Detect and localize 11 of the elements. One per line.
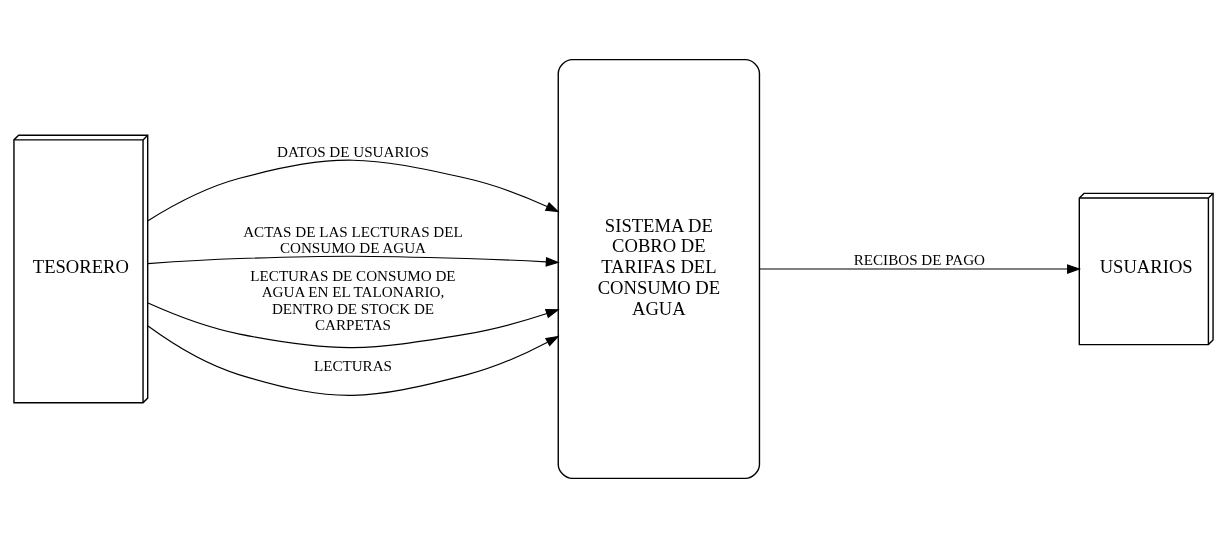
edge-label: LECTURAS DE CONSUMO DE AGUA EN EL TALONARIO, DENTRO DE STOCK DE CARPETAS — [250, 267, 456, 333]
edge-label: DATOS DE USUARIOS — [277, 143, 429, 160]
edge-label: ACTAS DE LAS LECTURAS DEL CONSUMO DE AGUA — [243, 223, 463, 256]
arrow — [147, 302, 560, 348]
arrow — [147, 159, 560, 221]
node-box: SISTEMA DE COBRO DE TARIFAS DEL CONSUMO DE AGUA — [557, 58, 761, 479]
arrow — [147, 325, 560, 396]
arrow — [759, 263, 1082, 274]
edge-label: RECIBOS DE PAGO — [853, 251, 986, 268]
edge-label: LECTURAS — [313, 357, 393, 374]
arrow — [147, 255, 560, 267]
